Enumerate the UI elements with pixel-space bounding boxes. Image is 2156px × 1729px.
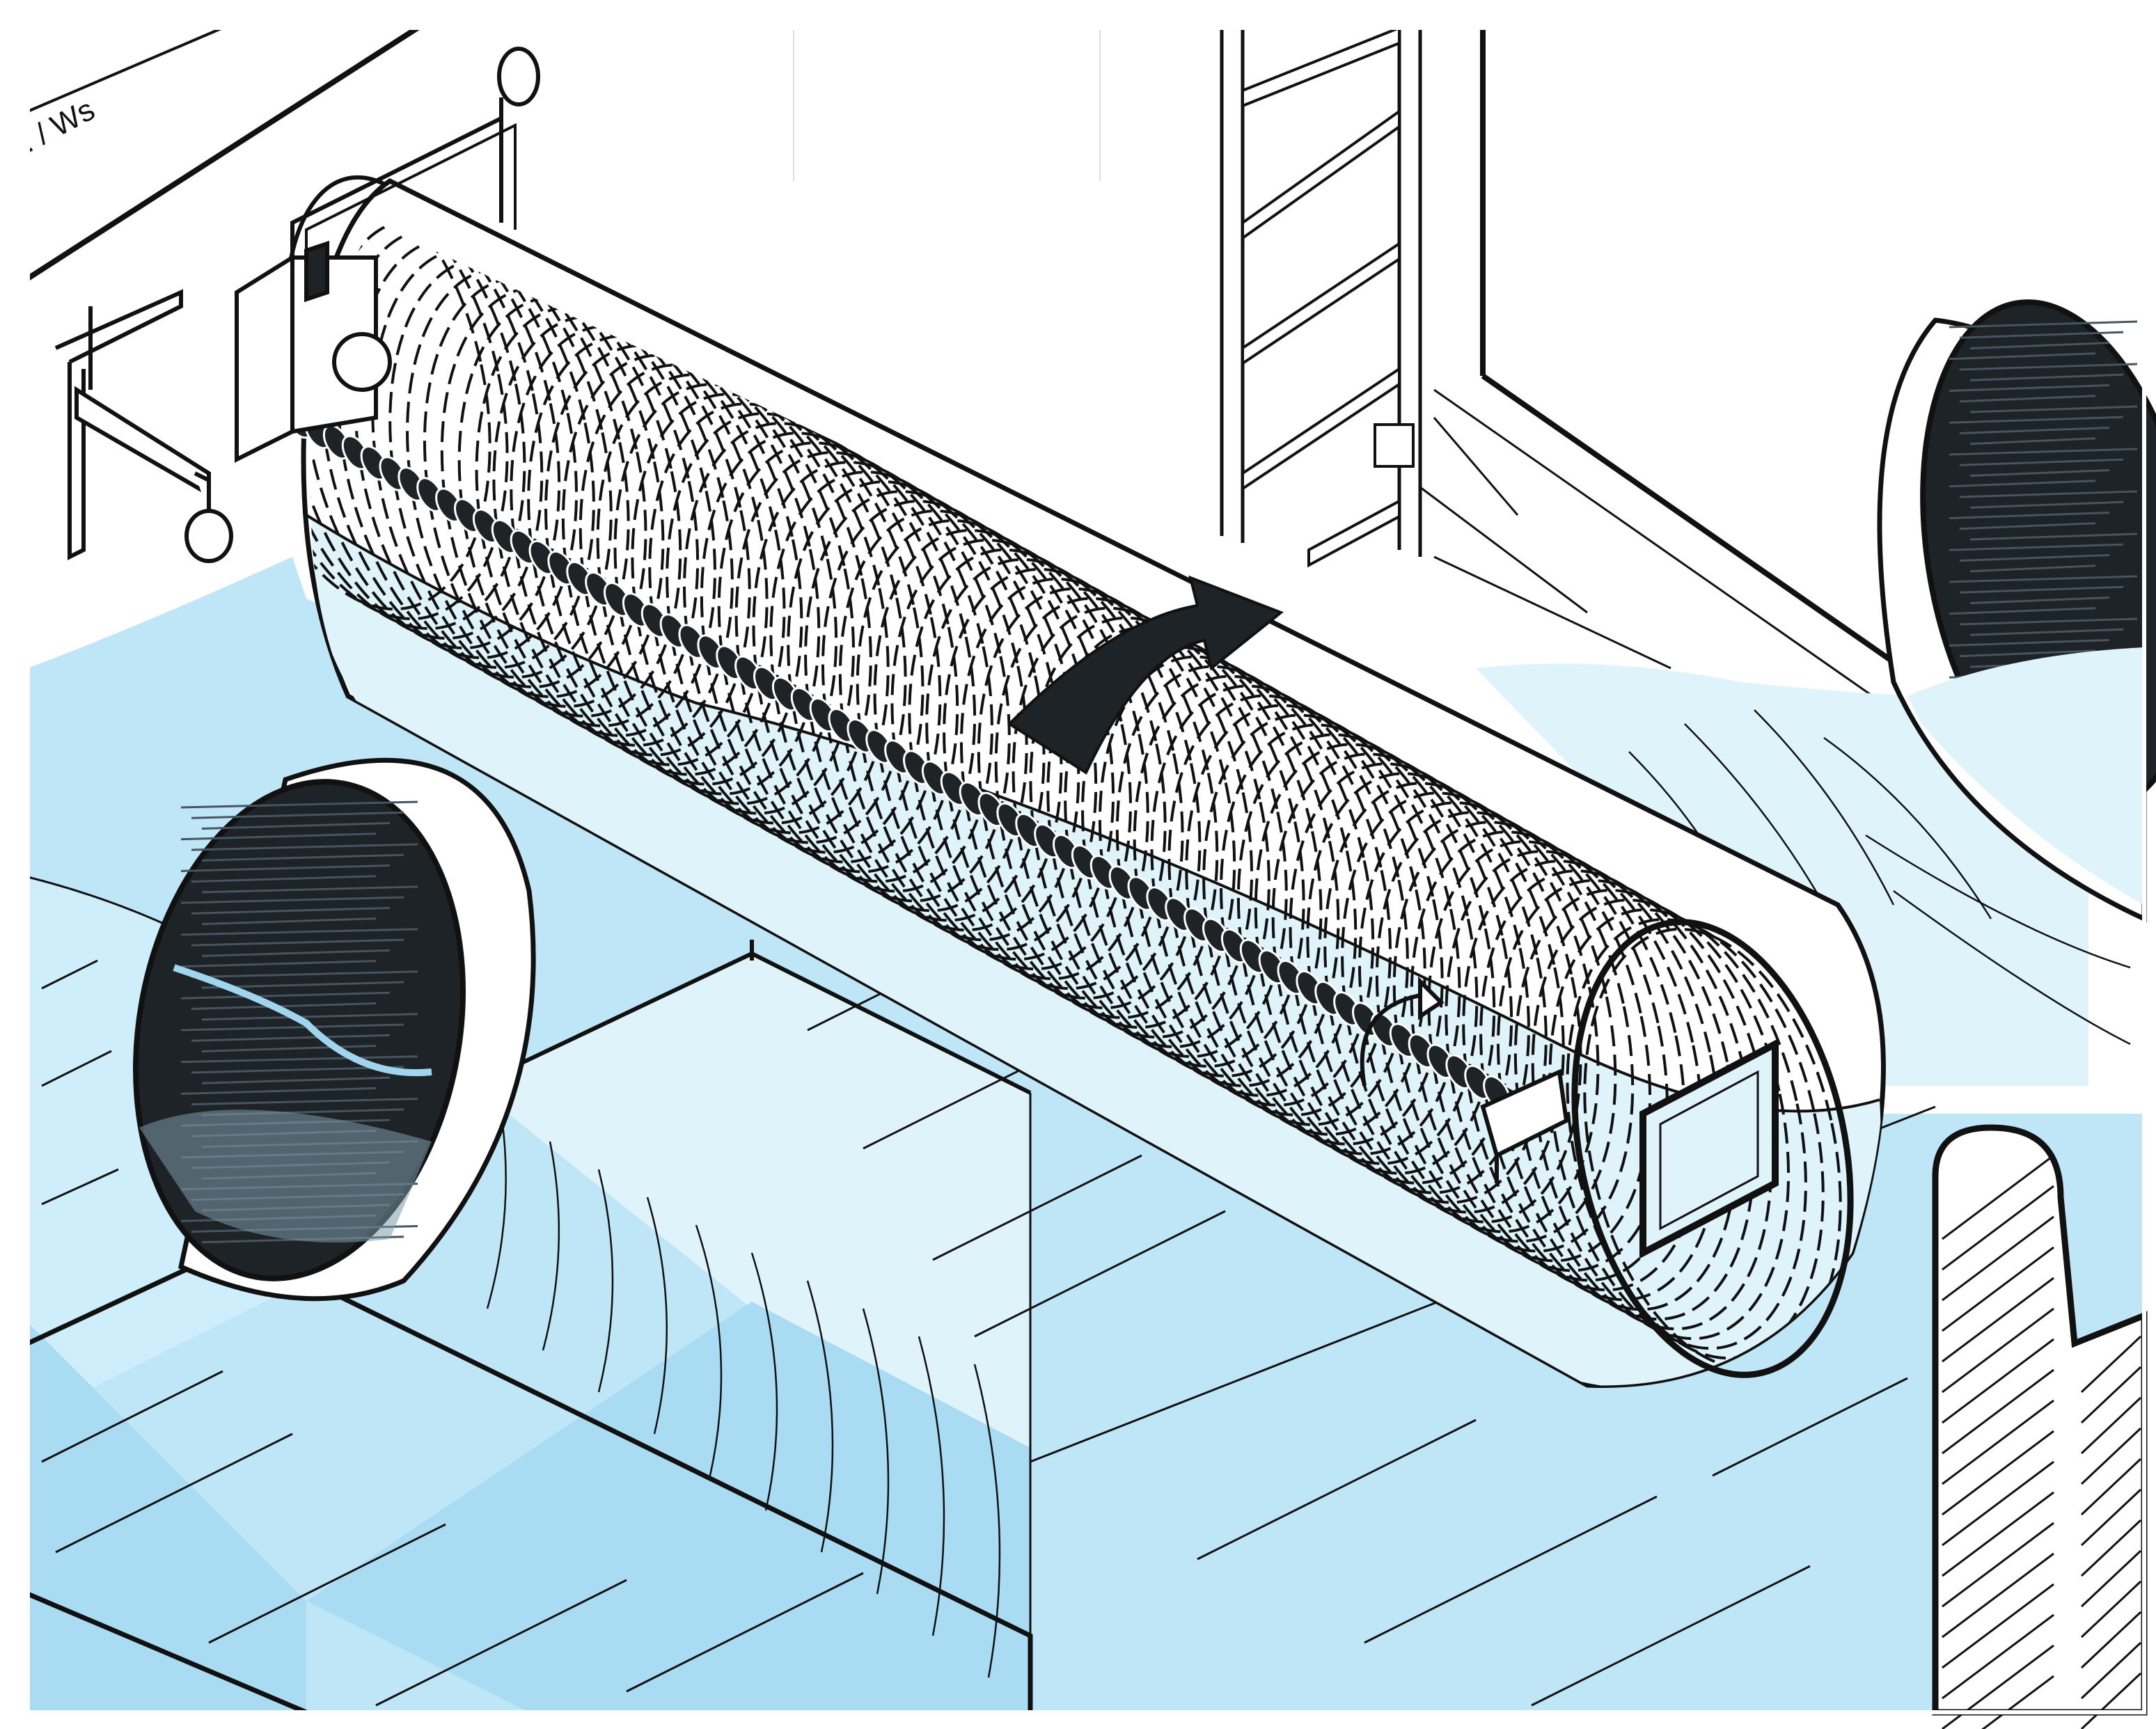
- outlet-pipe: [1877, 299, 2156, 923]
- inlet-pipe: [133, 757, 536, 1302]
- drive-motor-assembly: [54, 47, 540, 563]
- spray-bar-end-bracket: [1480, 1068, 1569, 1183]
- drum-access-hatch: [1639, 1038, 1779, 1259]
- effluent-weir: [1932, 1124, 2148, 1729]
- channel-walls: [26, 25, 1944, 699]
- rotate-arrow-icon: [1360, 976, 1445, 1087]
- figure-frame: [26, 26, 2146, 1714]
- access-ladder: [1220, 26, 1422, 568]
- curved-arrow-icon: [1007, 575, 1284, 775]
- spray-bar: [285, 403, 1569, 1183]
